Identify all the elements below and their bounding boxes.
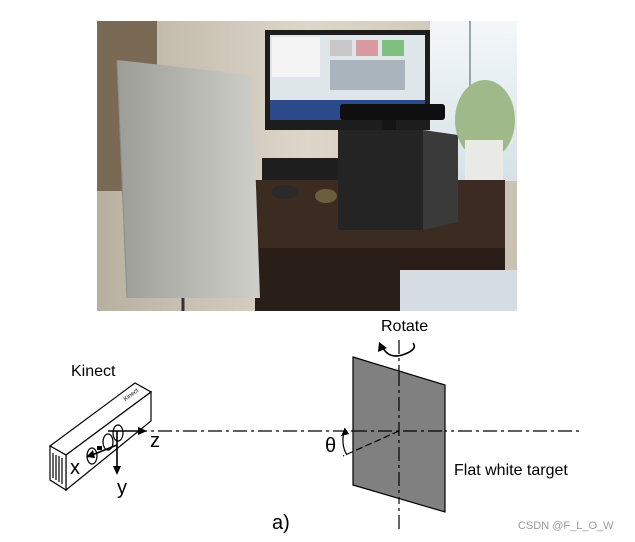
theta-label: θ — [325, 435, 337, 457]
keyboard — [262, 158, 340, 180]
kinect-lens-depth — [112, 424, 124, 442]
target-normal-line — [342, 430, 400, 457]
target-board-photo — [117, 60, 260, 298]
target-label: Flat white target — [454, 462, 568, 479]
z-axis-label: z — [150, 430, 160, 452]
kinect-vent — [52, 453, 63, 484]
rotate-label: Rotate — [381, 318, 429, 335]
kinect-sensor — [48, 382, 153, 492]
kinect-label: Kinect — [71, 363, 116, 380]
x-axis-label: x — [70, 457, 80, 479]
watermark: CSDN @F_L_O_W — [518, 520, 614, 532]
kinect-lens-rgb — [102, 433, 114, 451]
rotate-arrow-icon — [382, 342, 416, 357]
speaker-cube — [338, 130, 423, 230]
kinect-led — [97, 446, 102, 450]
y-axis-label: y — [117, 477, 127, 499]
kinect-device-photo — [340, 104, 445, 120]
x-axis-arrow — [91, 444, 118, 456]
subfigure-label: a) — [272, 512, 290, 534]
